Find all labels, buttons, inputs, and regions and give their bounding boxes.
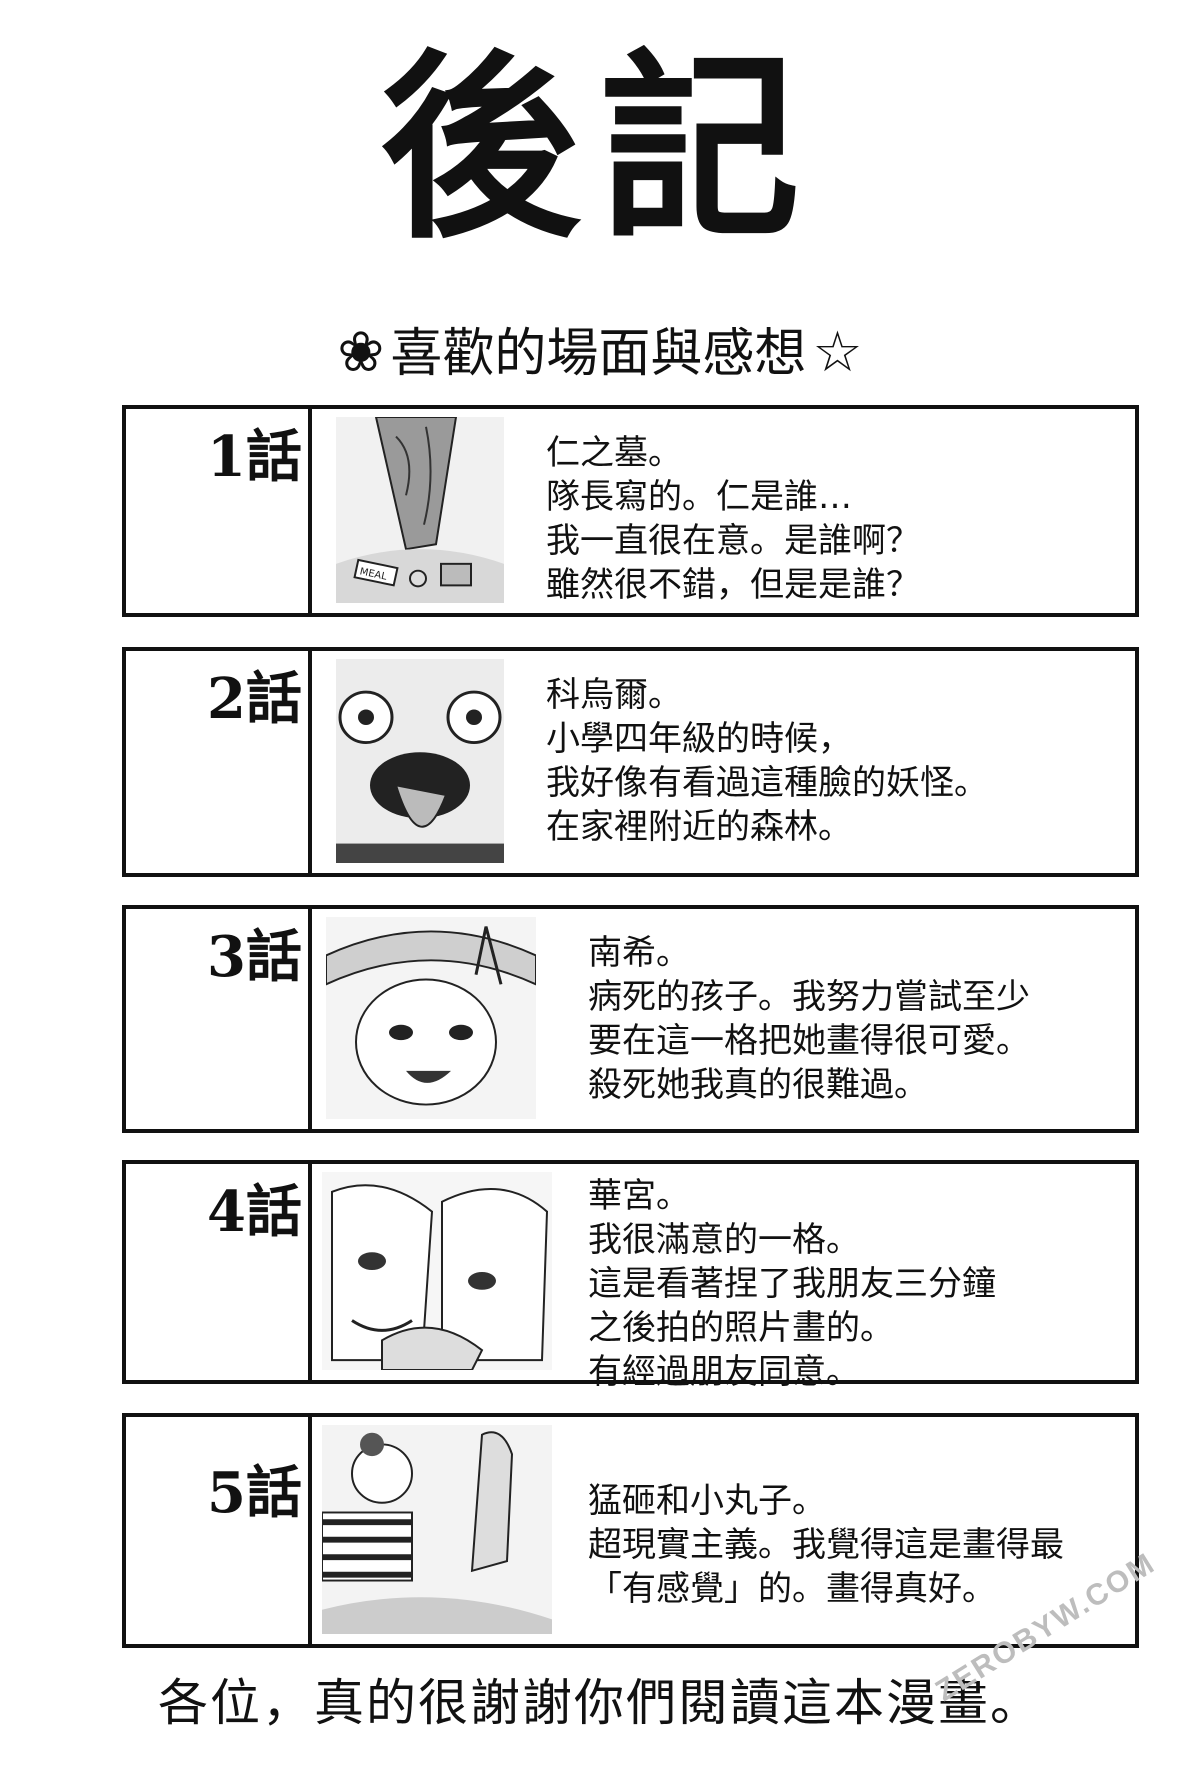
- closing-message: 各位，真的很謝謝你們閱讀這本漫畫。: [158, 1674, 1042, 1732]
- chapter-cell: 2話: [126, 651, 312, 873]
- grave-illustration: MEAL: [336, 417, 504, 603]
- flower-icon: ❀: [337, 320, 385, 385]
- chapter-row-1: 1話 MEAL 仁之墓。 隊長寫的。仁是誰… 我一直很在意。是誰啊？ 雖然很不錯…: [122, 405, 1139, 617]
- chapter-comment: 華宮。 我很滿意的一格。 這是看著捏了我朋友三分鐘 之後拍的照片畫的。 有經過朋…: [588, 1176, 996, 1392]
- girl-illustration: [326, 917, 536, 1119]
- chapter-row-5: 5話 猛砸和小丸子。 超現實主義。我覺得這是畫得最 「有感覺」的。畫得真好。: [122, 1413, 1139, 1648]
- chapter-comment: 南希。 病死的孩子。我努力嘗試至少 要在這一格把她畫得很可愛。 殺死她我真的很難…: [588, 933, 1030, 1105]
- chapter-row-3: 3話 南希。 病死的孩子。我努力嘗試至少 要在這一格把她畫得很可愛。 殺死她我真…: [122, 905, 1139, 1133]
- chapter-row-4: 4話 華宮。 我很滿意的一格。 這是看著捏了我朋友三分鐘 之後拍的照片畫的。 有…: [122, 1160, 1139, 1392]
- chapter-label: 1話: [207, 424, 302, 490]
- dancing-illustration: [322, 1425, 552, 1634]
- subtitle: ❀喜歡的場面與感想☆: [0, 318, 1200, 389]
- chapter-comment: 猛砸和小丸子。 超現實主義。我覺得這是畫得最 「有感覺」的。畫得真好。: [588, 1481, 1064, 1609]
- chapter-cell: 1話: [126, 409, 312, 613]
- chapter-label: 5話: [207, 1460, 302, 1526]
- star-icon: ☆: [812, 320, 863, 385]
- chapter-label: 2話: [207, 666, 302, 732]
- page-title: 後記: [379, 33, 820, 266]
- chapter-comment: 科烏爾。 小學四年級的時候， 我好像有看過這種臉的妖怪。 在家裡附近的森林。: [546, 675, 988, 847]
- two-faces-illustration: [322, 1172, 552, 1370]
- chapter-comment: 仁之墓。 隊長寫的。仁是誰… 我一直很在意。是誰啊？ 雖然很不錯，但是是誰？: [546, 433, 920, 605]
- chapter-cell: 5話: [126, 1417, 312, 1644]
- chapter-cell: 4話: [126, 1164, 312, 1380]
- subtitle-text: 喜歡的場面與感想: [390, 324, 807, 384]
- chapter-label: 4話: [207, 1179, 302, 1245]
- chapter-row-2: 2話 科烏爾。 小學四年級的時候， 我好像有看過這種臉的妖怪。 在家裡附近的森林…: [122, 647, 1139, 877]
- chapter-label: 3話: [207, 924, 302, 990]
- chapter-cell: 3話: [126, 909, 312, 1129]
- creature-illustration: [336, 659, 504, 863]
